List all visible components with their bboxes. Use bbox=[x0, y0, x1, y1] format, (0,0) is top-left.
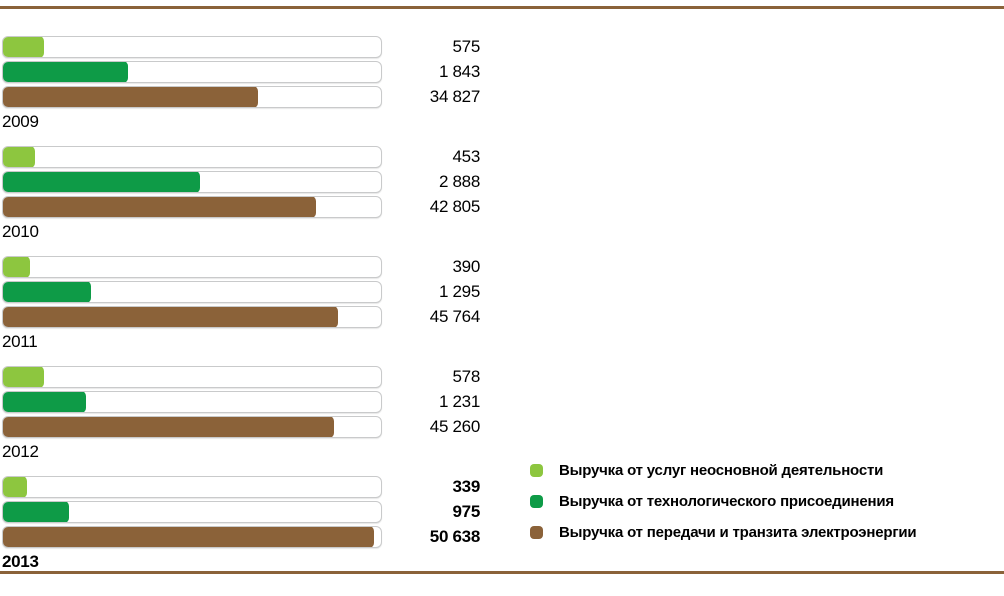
value-label: 45 764 bbox=[429, 307, 481, 326]
year-label: 2010 bbox=[2, 222, 39, 241]
bar-other-services bbox=[3, 257, 31, 277]
value-label: 1 843 bbox=[438, 62, 480, 81]
bar-row: 1 231 bbox=[2, 391, 480, 413]
year-group-2013: 339 975 50 638 2013 bbox=[2, 476, 480, 572]
value-label: 578 bbox=[452, 367, 481, 386]
bar-track bbox=[2, 416, 382, 438]
chart-area: 575 1 843 34 827 2009 453 2 888 bbox=[2, 36, 480, 586]
bar-row: 2 888 bbox=[2, 171, 480, 193]
bar-tech-connection bbox=[3, 62, 129, 82]
bar-row: 50 638 bbox=[2, 526, 480, 548]
value-label: 1 295 bbox=[438, 282, 480, 301]
bar-transmission bbox=[3, 87, 258, 107]
value-label: 453 bbox=[452, 147, 481, 166]
bar-track bbox=[2, 256, 382, 278]
bar-other-services bbox=[3, 367, 45, 387]
legend-item-transmission: Выручка от передачи и транзита электроэн… bbox=[530, 523, 917, 542]
year-label: 2012 bbox=[2, 442, 39, 461]
bar-transmission bbox=[3, 307, 338, 327]
year-label: 2013 bbox=[2, 552, 39, 571]
bar-track bbox=[2, 391, 382, 413]
value-label: 42 805 bbox=[429, 197, 481, 216]
year-label: 2009 bbox=[2, 112, 39, 131]
legend-item-tech-connection: Выручка от технологического присоединени… bbox=[530, 492, 916, 511]
bar-row: 34 827 bbox=[2, 86, 480, 108]
value-label: 390 bbox=[452, 257, 481, 276]
value-label: 34 827 bbox=[429, 87, 481, 106]
legend-item-other-services: Выручка от услуг неосновной деятельности bbox=[530, 461, 916, 480]
bar-track bbox=[2, 61, 382, 83]
year-group-2012: 578 1 231 45 260 2012 bbox=[2, 366, 480, 462]
bar-transmission bbox=[3, 527, 374, 547]
legend: Выручка от услуг неосновной деятельности… bbox=[530, 461, 917, 554]
year-group-2009: 575 1 843 34 827 2009 bbox=[2, 36, 480, 132]
bar-track bbox=[2, 366, 382, 388]
value-label: 50 638 bbox=[429, 527, 481, 546]
year-label: 2011 bbox=[2, 332, 38, 351]
bar-row: 578 bbox=[2, 366, 480, 388]
bar-transmission bbox=[3, 197, 317, 217]
legend-label: Выручка от услуг неосновной деятельности bbox=[559, 462, 884, 479]
year-group-2010: 453 2 888 42 805 2010 bbox=[2, 146, 480, 242]
top-divider bbox=[0, 6, 1004, 9]
bar-track bbox=[2, 306, 382, 328]
bar-track bbox=[2, 86, 382, 108]
legend-label: Выручка от технологического присоединени… bbox=[559, 493, 894, 510]
bar-transmission bbox=[3, 417, 335, 437]
value-label: 45 260 bbox=[429, 417, 481, 436]
value-label: 975 bbox=[452, 502, 481, 521]
bar-other-services bbox=[3, 37, 44, 57]
bar-row: 42 805 bbox=[2, 196, 480, 218]
bar-row: 339 bbox=[2, 476, 480, 498]
bar-track bbox=[2, 281, 382, 303]
legend-swatch-icon bbox=[530, 526, 543, 539]
bar-track bbox=[2, 196, 382, 218]
bar-other-services bbox=[3, 147, 35, 167]
bar-row: 45 260 bbox=[2, 416, 480, 438]
value-label: 339 bbox=[452, 477, 481, 496]
bar-track bbox=[2, 476, 382, 498]
bar-row: 1 295 bbox=[2, 281, 480, 303]
legend-swatch-icon bbox=[530, 495, 543, 508]
value-label: 575 bbox=[452, 37, 481, 56]
bar-track bbox=[2, 36, 382, 58]
bar-row: 575 bbox=[2, 36, 480, 58]
bar-other-services bbox=[3, 477, 27, 497]
value-label: 1 231 bbox=[438, 392, 480, 411]
bar-row: 453 bbox=[2, 146, 480, 168]
bar-row: 45 764 bbox=[2, 306, 480, 328]
bar-track bbox=[2, 171, 382, 193]
value-label: 2 888 bbox=[438, 172, 480, 191]
bar-tech-connection bbox=[3, 502, 69, 522]
legend-swatch-icon bbox=[530, 464, 543, 477]
bottom-divider bbox=[0, 571, 1004, 574]
bar-track bbox=[2, 501, 382, 523]
bar-row: 1 843 bbox=[2, 61, 480, 83]
bar-tech-connection bbox=[3, 172, 201, 192]
bar-track bbox=[2, 526, 382, 548]
legend-label: Выручка от передачи и транзита электроэн… bbox=[559, 524, 917, 541]
bar-tech-connection bbox=[3, 392, 87, 412]
bar-row: 390 bbox=[2, 256, 480, 278]
year-group-2011: 390 1 295 45 764 2011 bbox=[2, 256, 480, 352]
bar-tech-connection bbox=[3, 282, 91, 302]
bar-track bbox=[2, 146, 382, 168]
bar-row: 975 bbox=[2, 501, 480, 523]
